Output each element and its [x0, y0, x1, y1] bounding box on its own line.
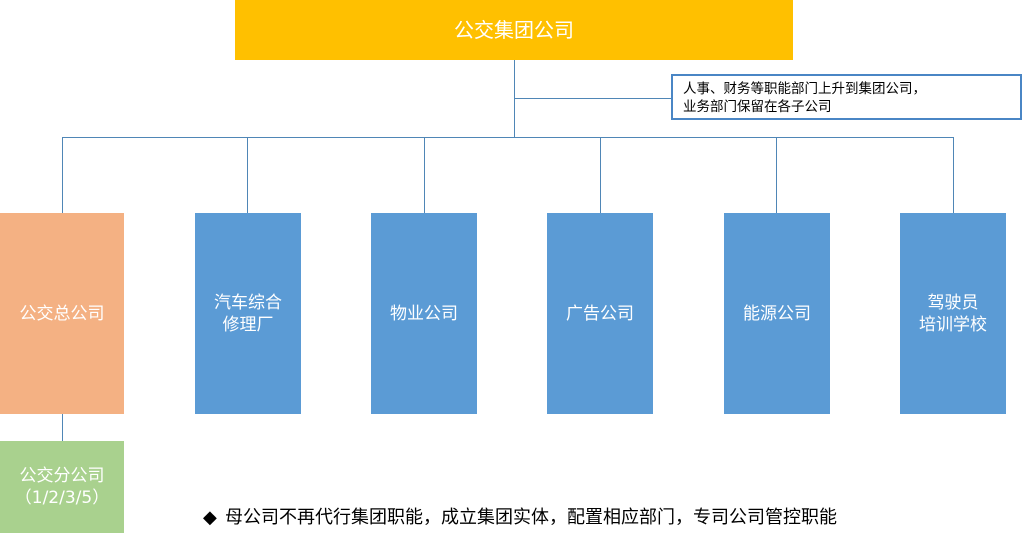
- node-energy-company: 能源公司: [724, 213, 830, 414]
- footer-text: 母公司不再代行集团职能，成立集团实体，配置相应部门，专司公司管控职能: [225, 507, 837, 528]
- node-repair-factory: 汽车综合 修理厂: [195, 213, 301, 414]
- connector-horizontal-bus: [62, 137, 954, 138]
- node-repair-factory-label: 汽车综合 修理厂: [214, 292, 282, 335]
- node-bus-branch-label: 公交分公司 （1/2/3/5）: [14, 466, 110, 508]
- node-property-company-label: 物业公司: [390, 303, 458, 324]
- node-advertising-company-label: 广告公司: [566, 303, 634, 324]
- connector-child-1: [62, 137, 63, 213]
- node-bus-branch: 公交分公司 （1/2/3/5）: [0, 441, 124, 533]
- connector-child-6: [953, 137, 954, 213]
- connector-child-5: [776, 137, 777, 213]
- node-driver-school: 驾驶员 培训学校: [900, 213, 1006, 414]
- connector-child-2: [247, 137, 248, 213]
- node-property-company: 物业公司: [371, 213, 477, 414]
- node-bus-company-label: 公交总公司: [19, 303, 105, 324]
- connector-child-3: [424, 137, 425, 213]
- connector-child-4: [600, 137, 601, 213]
- node-bus-company: 公交总公司: [0, 213, 124, 414]
- connector-to-note: [514, 98, 671, 99]
- root-node: 公交集团公司: [235, 0, 793, 60]
- diamond-bullet-icon: ◆: [203, 507, 217, 528]
- connector-sub: [62, 414, 63, 441]
- node-energy-company-label: 能源公司: [743, 303, 811, 324]
- footer-statement: ◆ 母公司不再代行集团职能，成立集团实体，配置相应部门，专司公司管控职能: [203, 505, 1003, 531]
- node-advertising-company: 广告公司: [547, 213, 653, 414]
- node-driver-school-label: 驾驶员 培训学校: [919, 292, 987, 335]
- root-node-label: 公交集团公司: [454, 18, 574, 42]
- annotation-note: 人事、财务等职能部门上升到集团公司， 业务部门保留在各子公司: [671, 74, 1022, 120]
